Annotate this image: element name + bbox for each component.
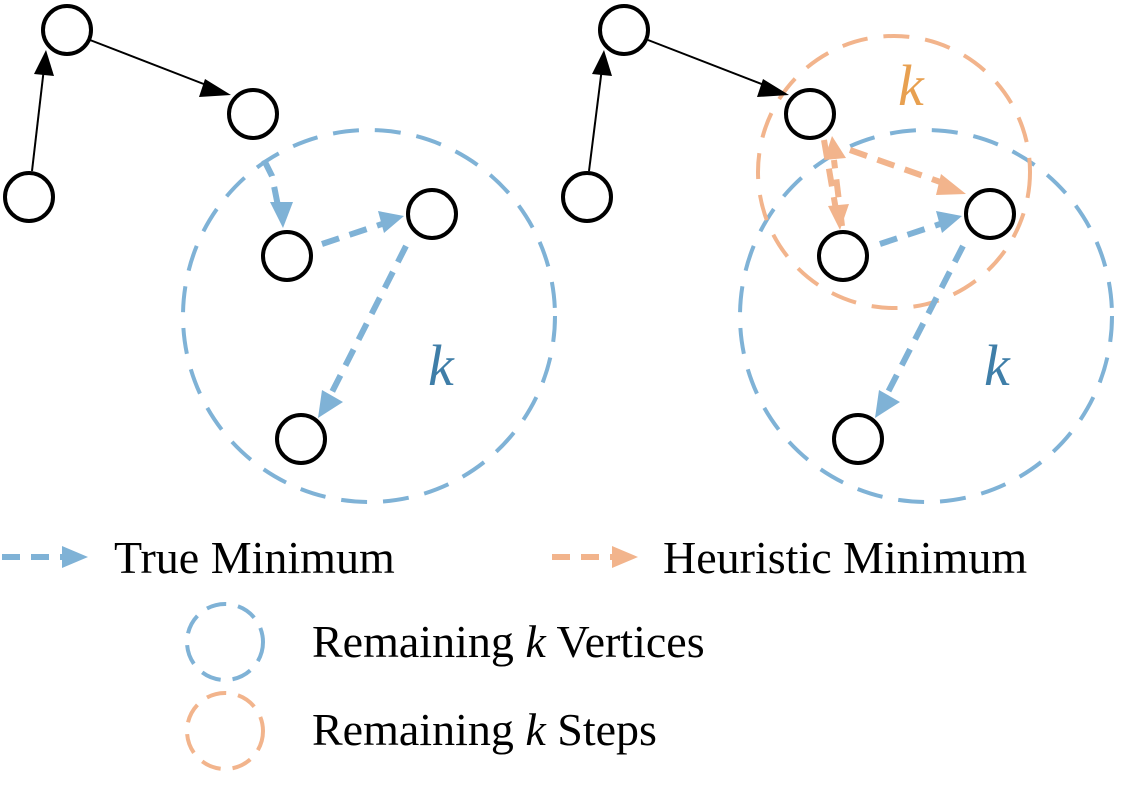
legend-true-minimum-label: True Minimum [114,532,395,583]
left-true-path-3 [327,244,409,398]
right-true-path-2-arrowhead [875,390,900,418]
left-k-label: k [428,333,455,398]
right-node-current [784,88,836,140]
right-heuristic-path-3-arrowhead [936,174,966,195]
left-edge-2-arrowhead [199,79,231,97]
left-true-path-2 [321,220,386,247]
legend-heuristic-minimum-arrowhead [612,546,638,568]
legend-remaining-vertices-var: k [525,616,547,667]
left-diagram: k [3,4,557,504]
right-node-c [832,413,884,465]
right-remaining-vertices-region [738,128,1114,504]
left-node-2 [41,4,93,56]
left-edge-1 [31,67,45,172]
left-edge-1-arrowhead [34,50,54,76]
left-remaining-vertices-region [181,128,557,504]
right-edge-1-arrowhead [592,50,612,76]
right-k-label-orange: k [898,53,925,118]
legend-remaining-vertices-suffix: Vertices [546,616,705,667]
legend-remaining-steps-label: Remaining k Steps [312,704,657,755]
right-node-2 [598,4,650,56]
left-true-path-3-arrowhead [318,390,343,418]
legend-remaining-steps-prefix: Remaining [312,704,525,755]
left-true-path-1-arrowhead [270,202,293,228]
right-heuristic-path-3 [848,147,948,187]
legend-remaining-vertices-label: Remaining k Vertices [312,616,705,667]
right-edge-1 [588,67,603,172]
right-true-path-2 [883,244,966,398]
legend-true-minimum-arrowhead [62,546,88,568]
right-heuristic-path-1 [821,139,839,211]
left-node-b [406,188,458,240]
legend: True Minimum Heuristic Minimum Remaining… [2,532,1027,771]
right-k-label-blue: k [984,333,1011,398]
legend-remaining-steps-suffix: Steps [546,704,657,755]
right-remaining-steps-region [756,34,1032,310]
right-true-path-1-arrowhead [936,211,962,233]
left-node-a [261,230,313,282]
right-heuristic-path-2-arrowhead [824,136,846,160]
legend-remaining-vertices-swatch [185,602,265,682]
legend-heuristic-minimum-label: Heuristic Minimum [663,532,1027,583]
legend-remaining-steps-var: k [525,704,547,755]
left-node-start [3,171,55,223]
right-node-b [964,188,1016,240]
left-edge-2 [89,39,215,89]
right-edge-2-arrowhead [757,79,789,97]
left-true-path-1 [261,158,281,207]
right-diagram: k k [561,4,1114,504]
right-node-start [561,171,613,223]
right-true-path-1 [879,220,944,247]
legend-remaining-vertices-prefix: Remaining [312,616,525,667]
left-true-path-2-arrowhead [378,211,404,233]
legend-remaining-steps-swatch [185,691,265,771]
left-node-current [227,88,279,140]
right-heuristic-path-2 [831,159,845,227]
left-node-c [275,413,327,465]
right-node-a [817,230,869,282]
right-edge-2 [647,39,773,89]
